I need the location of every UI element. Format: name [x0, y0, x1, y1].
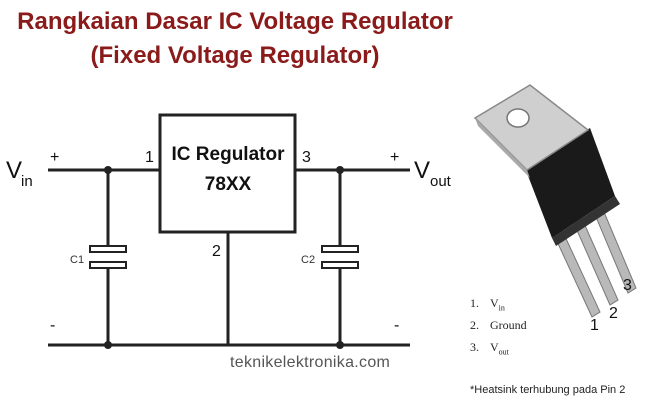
c2-plate-top [321, 245, 359, 253]
c2-label: C2 [301, 254, 315, 266]
heatsink-note: *Heatsink terhubung pada Pin 2 [470, 384, 626, 396]
legend-vin-main: V [490, 296, 499, 310]
vin-subscript: in [21, 173, 33, 190]
c1-label: C1 [70, 254, 84, 266]
legend-num: 1. [470, 296, 479, 310]
legend-num: 3. [470, 340, 479, 354]
legend-vout-sub: out [498, 347, 509, 357]
ic-label: IC Regulator [172, 144, 286, 165]
package-pin-1-label: 1 [590, 317, 599, 334]
vout-label: V [414, 157, 430, 184]
legend-item-vin: 1. Vin [470, 292, 527, 314]
legend-ground-text: Ground [490, 318, 527, 332]
legend-vin-sub: in [498, 303, 505, 313]
ic-part-number: 78XX [205, 174, 252, 195]
vin-label: V [6, 157, 22, 184]
vin-plus-sign: + [50, 149, 59, 166]
legend-vout-main: V [490, 340, 499, 354]
pin-legend: 1. Vin 2. Ground 3. Vout [470, 292, 527, 358]
vout-minus-sign: - [394, 317, 399, 334]
pin-3-label: 3 [302, 149, 311, 166]
watermark: teknikelektronika.com [230, 354, 391, 371]
legend-item-ground: 2. Ground [470, 314, 527, 336]
pin-2-label: 2 [212, 243, 221, 260]
legend-num: 2. [470, 318, 479, 332]
package-pin-2-label: 2 [609, 305, 618, 322]
package-pin-3-label: 3 [623, 277, 632, 294]
c1-plate-bottom [89, 261, 127, 269]
to220-package-icon [473, 84, 637, 318]
c1-plate-top [89, 245, 127, 253]
ic-regulator-box [158, 113, 297, 234]
title-line-2: (Fixed Voltage Regulator) [90, 42, 380, 69]
vout-subscript: out [430, 173, 452, 190]
title-line-1: Rangkaian Dasar IC Voltage Regulator [17, 8, 453, 35]
c2-plate-bottom [321, 261, 359, 269]
pin-1-label: 1 [145, 149, 154, 166]
vout-plus-sign: + [390, 149, 399, 166]
vin-minus-sign: - [50, 317, 55, 334]
legend-item-vout: 3. Vout [470, 336, 527, 358]
